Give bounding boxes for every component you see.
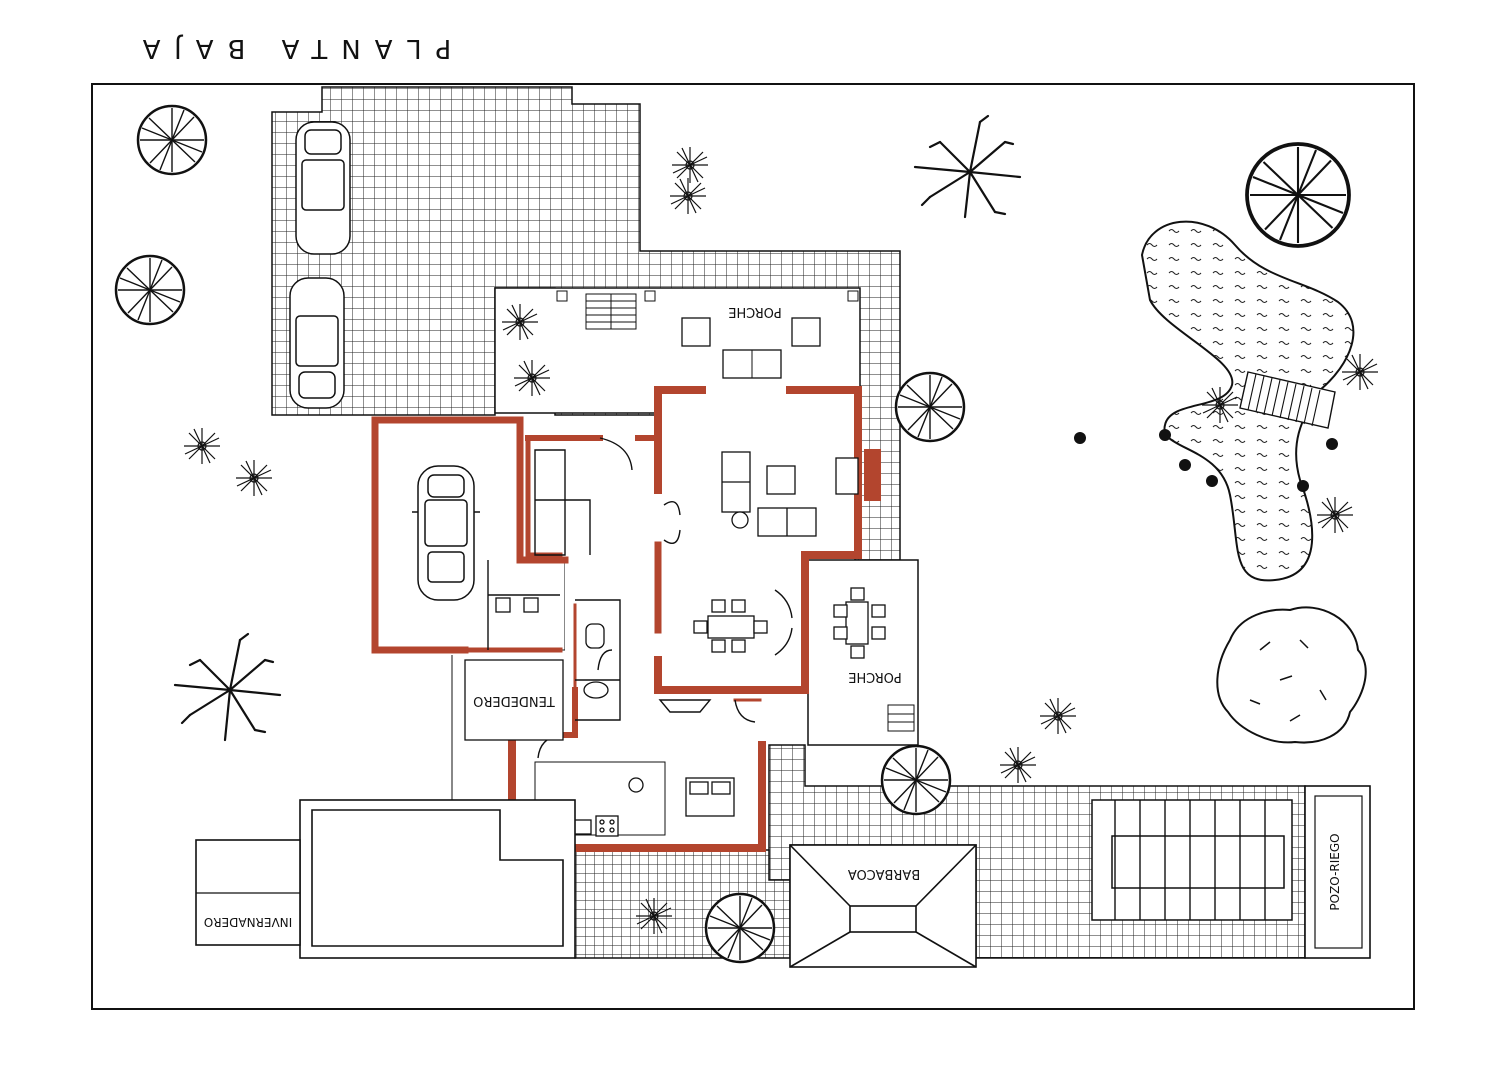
plan-title: PLANTA BAJA <box>129 33 452 63</box>
irrigation-well-label: POZO-RIEGO <box>1328 833 1342 910</box>
greenhouse: INVERNADERO <box>195 839 301 946</box>
kitchen-furniture <box>495 597 735 837</box>
irrigation-well: POZO-RIEGO <box>1304 785 1371 959</box>
walls <box>371 386 881 852</box>
porch-stairs <box>585 293 637 330</box>
armchair <box>681 317 711 347</box>
living-furniture <box>693 451 859 653</box>
porch-right-label: PORCHE <box>848 669 902 684</box>
deciduous-tree <box>1216 606 1367 744</box>
pond <box>1074 220 1355 582</box>
barbecue: BARBACOA <box>789 844 977 968</box>
porch-right: PORCHE <box>807 559 919 746</box>
tendedero-area: TENDEDERO <box>451 655 564 800</box>
porch-top-label: PORCHE <box>728 304 782 319</box>
porch-top: PORCHE <box>494 287 861 414</box>
interior-walls <box>487 437 793 836</box>
car-garage <box>412 465 480 601</box>
tendedero-label: TENDEDERO <box>473 693 556 708</box>
pond-stones <box>1074 429 1338 492</box>
car-driveway-1 <box>295 121 351 255</box>
pond-bridge <box>1239 371 1336 429</box>
swimming-pool <box>299 799 576 959</box>
barbecue-label: BARBACOA <box>848 866 921 881</box>
greenhouse-label: INVERNADERO <box>204 915 292 929</box>
armchair <box>791 317 821 347</box>
car-driveway-2 <box>289 277 345 409</box>
pergola <box>1091 799 1293 921</box>
branch-trees <box>173 114 1022 742</box>
property-boundary <box>91 83 1415 1010</box>
